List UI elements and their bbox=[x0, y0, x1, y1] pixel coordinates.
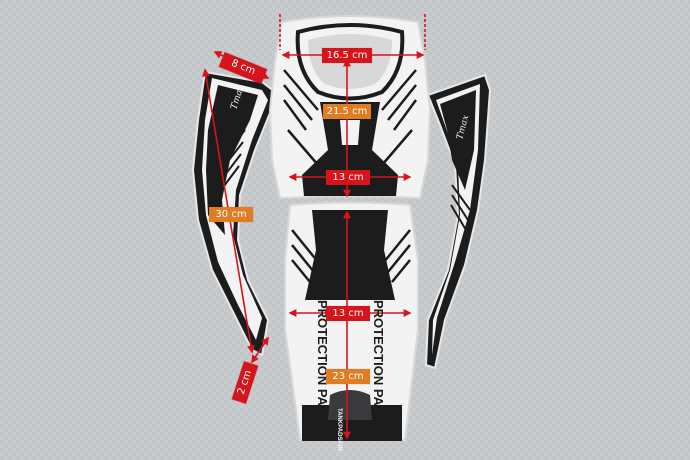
measure-top-width: 16.5 cm bbox=[322, 48, 372, 63]
measure-lower-height: 23 cm bbox=[326, 369, 370, 384]
lower-center-pad bbox=[284, 201, 419, 441]
measure-lower-width: 13 cm bbox=[326, 306, 370, 321]
measure-side-length: 30 cm bbox=[209, 207, 253, 222]
right-side-pad: Tmax bbox=[424, 73, 492, 370]
measure-mid-width: 13 cm bbox=[326, 170, 370, 185]
protection-pad-text-left: PROTECTION PAD bbox=[315, 300, 330, 415]
measure-upper-height: 21.5 cm bbox=[323, 104, 371, 119]
brand-text: TANKPADSKIN bbox=[336, 408, 342, 451]
protection-pad-text-right: PROTECTION PAD bbox=[371, 300, 386, 415]
